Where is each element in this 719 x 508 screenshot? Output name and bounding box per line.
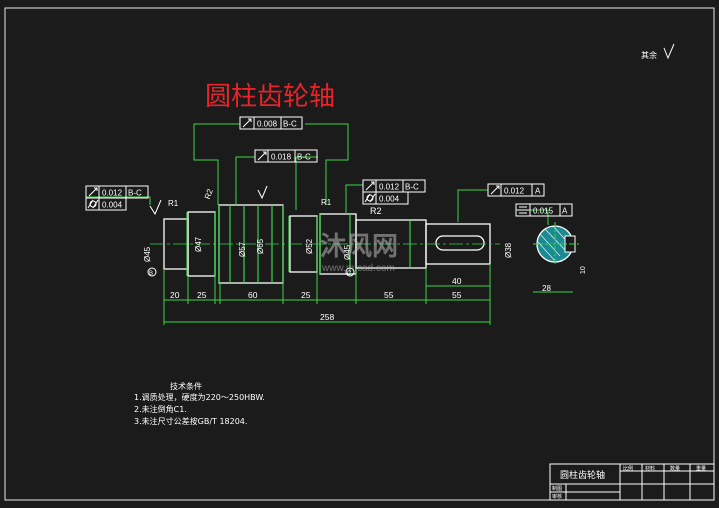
- notes-heading: 技术条件: [170, 381, 202, 391]
- runout-icon: [490, 185, 500, 195]
- gdt-frame-symmetry: 0.015 A: [515, 203, 573, 217]
- svg-text:0.012: 0.012: [379, 183, 400, 192]
- svg-text:审核: 审核: [552, 493, 562, 500]
- svg-text:A: A: [562, 207, 568, 216]
- radius-label: R2: [370, 206, 382, 216]
- drawing-title: 圆柱齿轮轴: [205, 82, 335, 112]
- gdt-frame-right: 0.012 A: [487, 183, 545, 197]
- svg-text:Ø65: Ø65: [256, 238, 265, 254]
- svg-text:60: 60: [248, 290, 258, 300]
- gdt-frame-left: 0.012 B-C 0.004: [85, 185, 149, 211]
- svg-text:Ø52: Ø52: [305, 238, 314, 254]
- drawing-border: [4, 7, 715, 501]
- svg-text:Ø45: Ø45: [143, 246, 152, 262]
- cylindricity-icon: [87, 199, 99, 209]
- keyway-section-view: 28 10: [533, 222, 587, 293]
- svg-text:25: 25: [197, 290, 207, 300]
- svg-text:Ø47: Ø47: [194, 236, 203, 252]
- key-depth-label: 28: [542, 284, 551, 293]
- svg-text:Ø45: Ø45: [343, 244, 352, 260]
- radius-label: R2: [203, 187, 215, 200]
- gdt-frame-top: 0.008 B-C: [239, 116, 303, 130]
- svg-text:0.018: 0.018: [271, 153, 292, 162]
- svg-text:B: B: [149, 271, 153, 277]
- note-line: 3.未注尺寸公差按GB/T 18204.: [134, 416, 247, 426]
- title-block: [549, 463, 715, 501]
- svg-text:重量: 重量: [696, 465, 706, 472]
- roughness-symbol-icon: [663, 43, 675, 60]
- runout-icon: [365, 181, 375, 191]
- runout-icon: [88, 187, 98, 197]
- svg-text:B-C: B-C: [297, 153, 311, 162]
- svg-text:Ø57: Ø57: [238, 241, 247, 257]
- svg-text:B-C: B-C: [283, 120, 297, 129]
- svg-text:0.012: 0.012: [102, 189, 123, 198]
- svg-text:比例: 比例: [623, 465, 633, 472]
- runout-icon: [242, 118, 252, 128]
- diameter-labels: Ø45 Ø47 Ø57 Ø65 Ø52 Ø45 Ø38: [143, 236, 513, 262]
- roughness-other-label: 其余: [641, 50, 657, 60]
- radius-label: R1: [168, 199, 179, 208]
- datum-marker-b: B: [147, 267, 157, 277]
- title-block-text: 圆柱齿轮轴 比例 材料 数量 重量 制图 审核: [552, 465, 706, 500]
- svg-text:制图: 制图: [552, 485, 562, 492]
- svg-text:258: 258: [320, 312, 334, 322]
- title-block-name: 圆柱齿轮轴: [560, 469, 605, 481]
- svg-text:B-C: B-C: [128, 189, 142, 198]
- gdt-frame-right-mid: 0.012 B-C 0.004: [362, 179, 426, 205]
- watermark-url: www.mfcad.com: [321, 263, 395, 274]
- svg-text:Ø38: Ø38: [504, 242, 513, 258]
- radius-label: R1: [321, 198, 332, 207]
- gdt-leaders: [86, 123, 549, 325]
- svg-text:B-C: B-C: [405, 183, 419, 192]
- svg-text:A: A: [535, 187, 541, 196]
- watermark: 沐风网 www.mfcad.com: [320, 232, 398, 274]
- svg-text:0.015: 0.015: [533, 207, 554, 216]
- svg-text:材料: 材料: [645, 465, 655, 472]
- svg-text:25: 25: [301, 290, 311, 300]
- datum-marker-c: C: [345, 267, 355, 277]
- key-width-label: 10: [580, 266, 587, 274]
- svg-text:40: 40: [452, 276, 462, 286]
- note-line: 1.调质处理，硬度为220～250HBW.: [134, 392, 265, 402]
- symmetry-icon: [517, 206, 529, 214]
- svg-text:0.004: 0.004: [379, 195, 400, 204]
- svg-text:55: 55: [452, 290, 462, 300]
- gdt-frame-mid: 0.018 B-C: [254, 149, 318, 163]
- svg-text:C: C: [347, 271, 352, 277]
- cylindricity-icon: [364, 193, 376, 203]
- svg-text:0.012: 0.012: [504, 187, 525, 196]
- dimension-values: 20 25 60 25 55 40 55 258: [170, 276, 462, 322]
- svg-text:数量: 数量: [670, 465, 680, 472]
- runout-icon: [257, 151, 267, 161]
- technical-notes: 技术条件 1.调质处理，硬度为220～250HBW. 2.未注倒角C1. 3.未…: [134, 381, 265, 426]
- svg-text:55: 55: [384, 290, 394, 300]
- svg-text:20: 20: [170, 290, 180, 300]
- svg-text:0.004: 0.004: [102, 201, 123, 210]
- watermark-brand: 沐风网: [320, 232, 398, 262]
- roughness-mark-icon: [149, 185, 268, 216]
- svg-text:0.008: 0.008: [257, 120, 278, 129]
- note-line: 2.未注倒角C1.: [134, 404, 187, 414]
